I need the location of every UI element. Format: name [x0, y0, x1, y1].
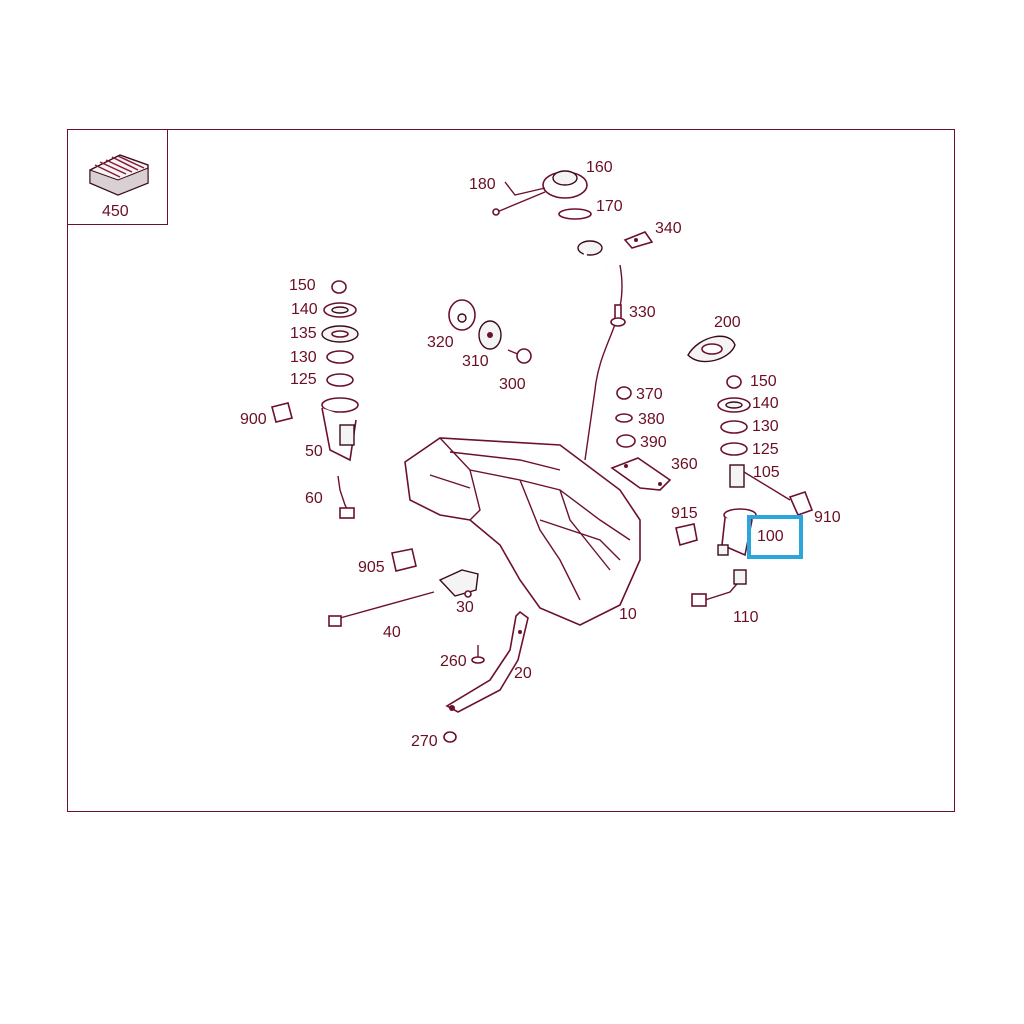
part-150-nut-right[interactable] — [726, 375, 742, 389]
highlight-box-100[interactable] — [747, 515, 803, 559]
part-910-label-tag[interactable] — [743, 471, 814, 517]
part-905-label-tag[interactable] — [391, 548, 417, 572]
label-170: 170 — [596, 198, 623, 215]
label-310: 310 — [462, 353, 489, 370]
label-180: 180 — [469, 176, 496, 193]
part-125-seal-left[interactable] — [326, 373, 354, 387]
part-140-ring-left[interactable] — [323, 302, 357, 318]
part-150-nut-left[interactable] — [331, 280, 347, 294]
label-450: 450 — [102, 203, 129, 220]
label-135-left: 135 — [290, 325, 317, 342]
part-105-connector[interactable] — [729, 464, 745, 488]
part-200-cover[interactable] — [687, 335, 736, 363]
label-330: 330 — [629, 304, 656, 321]
part-330-stud[interactable] — [610, 304, 626, 327]
part-900-label-tag[interactable] — [271, 402, 293, 423]
label-105: 105 — [753, 464, 780, 481]
part-160-fuel-cap[interactable] — [542, 170, 588, 199]
label-300: 300 — [499, 376, 526, 393]
part-915-label-tag[interactable] — [675, 523, 698, 547]
label-260: 260 — [440, 653, 467, 670]
label-200: 200 — [714, 314, 741, 331]
part-320-grommet[interactable] — [448, 299, 476, 331]
part-60-level-sensor[interactable] — [337, 475, 355, 519]
label-150-left: 150 — [289, 277, 316, 294]
label-10: 10 — [619, 606, 637, 623]
part-40-rod[interactable] — [328, 591, 435, 627]
part-10-fuel-tank[interactable] — [404, 437, 641, 626]
part-170-seal-ring[interactable] — [558, 208, 592, 220]
label-140-left: 140 — [291, 301, 318, 318]
label-160: 160 — [586, 159, 613, 176]
part-370-nut[interactable] — [616, 386, 632, 400]
label-20: 20 — [514, 665, 532, 682]
label-130-right: 130 — [752, 418, 779, 435]
label-60: 60 — [305, 490, 323, 507]
label-910: 910 — [814, 509, 841, 526]
part-380-washer[interactable] — [615, 413, 633, 423]
part-140-ring-right[interactable] — [717, 397, 751, 413]
part-360-plate[interactable] — [610, 457, 672, 491]
part-130-seal-right[interactable] — [720, 420, 748, 434]
part-340-bracket[interactable] — [623, 231, 654, 249]
label-320: 320 — [427, 334, 454, 351]
part-135-ring-left[interactable] — [321, 325, 359, 343]
part-110-level-sensor[interactable] — [691, 569, 747, 607]
part-20-strap[interactable] — [445, 610, 529, 713]
part-30-sender[interactable] — [438, 569, 479, 598]
label-40: 40 — [383, 624, 401, 641]
label-125-left: 125 — [290, 371, 317, 388]
inset-box — [67, 129, 168, 225]
part-180-tether[interactable] — [492, 181, 546, 216]
label-110: 110 — [733, 609, 759, 626]
label-380: 380 — [638, 411, 665, 428]
label-100: 100 — [757, 528, 784, 545]
part-300-bolt[interactable] — [507, 348, 532, 364]
label-915: 915 — [671, 505, 698, 522]
label-270: 270 — [411, 733, 438, 750]
part-310-damper[interactable] — [478, 320, 502, 350]
part-450-block[interactable] — [89, 154, 149, 196]
label-340: 340 — [655, 220, 682, 237]
label-360: 360 — [671, 456, 698, 473]
label-50: 50 — [305, 443, 323, 460]
label-900: 900 — [240, 411, 267, 428]
part-390-spacer[interactable] — [616, 434, 636, 448]
label-125-right: 125 — [752, 441, 779, 458]
label-150-right: 150 — [750, 373, 777, 390]
part-270-nut[interactable] — [443, 731, 457, 743]
part-125-seal-right[interactable] — [720, 442, 748, 456]
label-130-left: 130 — [290, 349, 317, 366]
label-390: 390 — [640, 434, 667, 451]
label-30: 30 — [456, 599, 474, 616]
label-905: 905 — [358, 559, 385, 576]
part-130-seal-left[interactable] — [326, 350, 354, 364]
label-140-right: 140 — [752, 395, 779, 412]
part-260-bolt[interactable] — [471, 645, 485, 664]
label-370: 370 — [636, 386, 663, 403]
filler-neck — [548, 240, 623, 461]
part-50-pump-module[interactable] — [321, 397, 359, 462]
